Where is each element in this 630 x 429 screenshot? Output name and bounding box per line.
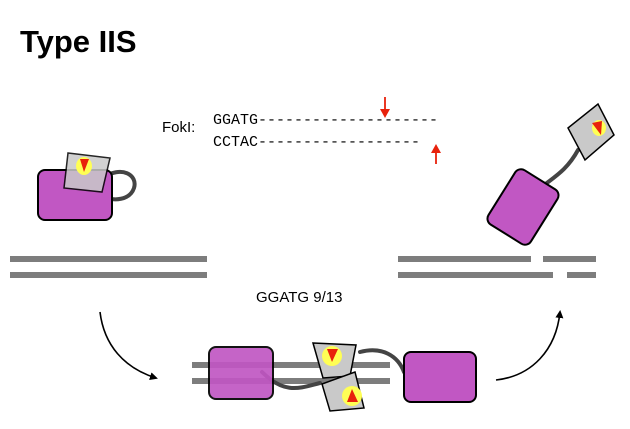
active-site-icon bbox=[327, 349, 338, 362]
active-site-icon bbox=[592, 121, 602, 135]
top-strand-sequence: GGATG-------------------- bbox=[213, 112, 438, 129]
binding-arrow bbox=[99, 311, 158, 381]
release-arrow bbox=[495, 310, 564, 381]
recognition-site-label: GGATG 9/13 bbox=[256, 289, 342, 306]
diagram-title: Type IIS bbox=[20, 24, 137, 59]
dna-duplex-left bbox=[10, 256, 207, 278]
active-site-icon bbox=[80, 159, 89, 172]
enzyme-cleavage-domain-lower bbox=[321, 371, 365, 412]
enzyme-binding-domain bbox=[486, 168, 560, 246]
bound-enzyme-dimer bbox=[208, 342, 477, 412]
enzyme-binding-domain-left bbox=[208, 346, 274, 400]
bottom-strand-sequence: CCTAC------------------ bbox=[213, 134, 420, 151]
active-site-icon bbox=[347, 389, 358, 402]
bottom-strand-cut-arrow bbox=[431, 144, 441, 164]
dna-duplex-cut bbox=[398, 256, 596, 278]
free-enzyme-left bbox=[37, 152, 137, 221]
enzyme-binding-domain-right bbox=[403, 351, 477, 403]
enzyme-cleavage-domain-upper bbox=[311, 342, 357, 379]
enzyme-cleavage-domain bbox=[63, 152, 111, 193]
top-strand-cut-arrow bbox=[380, 97, 390, 118]
enzyme-label: FokI: bbox=[162, 119, 195, 136]
released-enzyme-right bbox=[486, 102, 615, 246]
dna-duplex-bound bbox=[192, 362, 390, 384]
enzyme-cleavage-domain bbox=[567, 102, 615, 162]
